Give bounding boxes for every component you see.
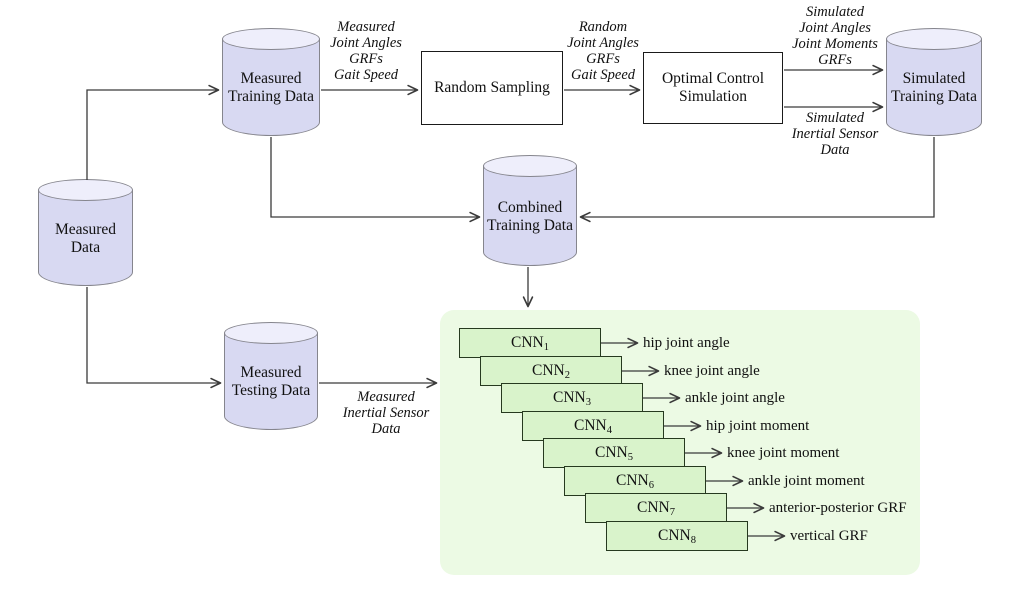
connector-training-to-combined <box>270 137 481 223</box>
cnn-label: CNN6 <box>616 472 654 491</box>
flow-label-simulated-outputs: Simulated Joint Angles Joint Moments GRF… <box>792 4 878 68</box>
cnn-output-label-2: knee joint angle <box>664 363 760 379</box>
cnn-output-label-3: ankle joint angle <box>685 390 785 406</box>
cnn-box-4: CNN4 <box>522 411 664 441</box>
combined-training-data-cylinder: Combined Training Data <box>483 155 577 266</box>
cylinder-top <box>483 155 577 177</box>
connector-measured-to-testing <box>86 287 222 389</box>
cnn-output-label-8: vertical GRF <box>790 528 868 544</box>
cnn-output-label-4: hip joint moment <box>706 418 810 434</box>
cnn-label: CNN2 <box>532 362 570 381</box>
cnn-output-label-6: ankle joint moment <box>748 473 865 489</box>
measured-testing-data-label: Measured Testing Data <box>231 364 311 399</box>
cylinder-top <box>38 179 133 201</box>
cylinder-top <box>222 28 320 50</box>
cylinder-body <box>222 39 320 136</box>
simulated-training-data-label: Simulated Training Data <box>891 70 977 105</box>
simulated-training-data-cylinder: Simulated Training Data <box>886 28 982 136</box>
measured-training-data-cylinder: Measured Training Data <box>222 28 320 136</box>
cnn-label: CNN5 <box>595 444 633 463</box>
connector-measured-to-training <box>86 84 220 180</box>
flow-label-random-inputs: Random Joint Angles GRFs Gait Speed <box>567 19 639 83</box>
measured-training-data-label: Measured Training Data <box>228 70 314 105</box>
cnn-label: CNN1 <box>511 334 549 353</box>
measured-testing-data-cylinder: Measured Testing Data <box>224 322 318 430</box>
random-sampling-box: Random Sampling <box>421 51 563 125</box>
cnn-label: CNN4 <box>574 417 612 436</box>
flow-label-measured-imu: Measured Inertial Sensor Data <box>342 389 430 437</box>
cnn-box-3: CNN3 <box>501 383 643 413</box>
cnn-label: CNN7 <box>637 499 675 518</box>
cnn-box-6: CNN6 <box>564 466 706 496</box>
cnn-box-1: CNN1 <box>459 328 601 358</box>
optimal-control-simulation-box: Optimal Control Simulation <box>643 52 783 124</box>
cylinder-top <box>224 322 318 344</box>
cnn-output-label-1: hip joint angle <box>643 335 730 351</box>
cnn-output-label-7: anterior-posterior GRF <box>769 500 907 516</box>
cnn-label: CNN8 <box>658 527 696 546</box>
flow-label-measured-inputs: Measured Joint Angles GRFs Gait Speed <box>330 19 402 83</box>
cylinder-body <box>38 190 133 286</box>
measured-data-label: Measured Data <box>54 220 117 256</box>
cnn-output-label-5: knee joint moment <box>727 445 840 461</box>
cylinder-top <box>886 28 982 50</box>
cylinder-body <box>224 333 318 430</box>
cylinder-body <box>886 39 982 136</box>
flow-label-simulated-imu: Simulated Inertial Sensor Data <box>791 110 879 158</box>
cnn-box-7: CNN7 <box>585 493 727 523</box>
cnn-box-8: CNN8 <box>606 521 748 551</box>
cnn-label: CNN3 <box>553 389 591 408</box>
cylinder-body <box>483 166 577 266</box>
cnn-box-2: CNN2 <box>480 356 622 386</box>
cnn-box-5: CNN5 <box>543 438 685 468</box>
measured-data-cylinder: Measured Data <box>38 179 133 286</box>
combined-training-data-label: Combined Training Data <box>487 198 573 234</box>
